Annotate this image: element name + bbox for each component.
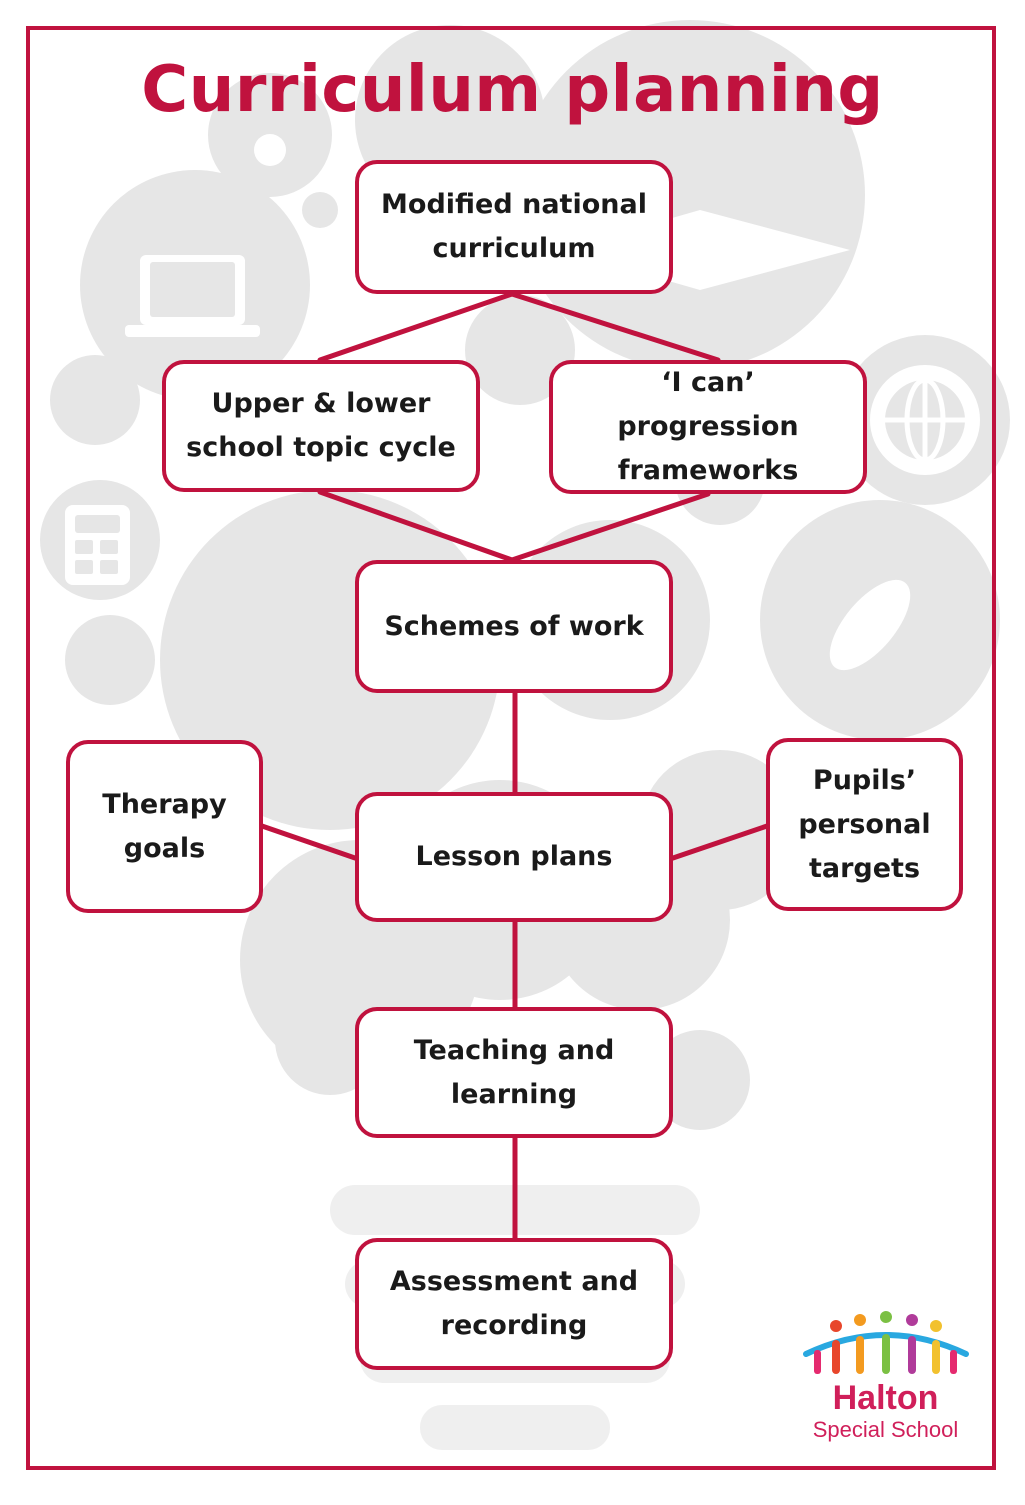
connector-therapy-to-lesson bbox=[259, 823, 358, 861]
page-title: Curriculum planning bbox=[141, 53, 884, 127]
logo-figures-icon bbox=[803, 1311, 969, 1374]
connector-targets-to-lesson bbox=[670, 823, 770, 861]
logo-name: Halton bbox=[832, 1379, 939, 1417]
node-schemes-of-work: Schemes of work bbox=[355, 560, 673, 693]
logo-subtitle: Special School bbox=[812, 1417, 959, 1442]
node-topic-cycle: Upper & lower school topic cycle bbox=[162, 360, 480, 492]
poster-border bbox=[26, 26, 996, 1470]
node-assessment-and-recording: Assessment and recording bbox=[355, 1238, 673, 1370]
node-modified-national-curriculum: Modified national curriculum bbox=[355, 160, 673, 294]
connector-curriculum-to-ican bbox=[509, 291, 721, 363]
node-therapy-goals: Therapy goals bbox=[66, 740, 263, 913]
connector-topic-to-schemes bbox=[317, 489, 515, 563]
school-logo: Halton Special School bbox=[798, 1310, 973, 1460]
connector-curriculum-to-topic bbox=[317, 291, 515, 363]
connector-ican-to-schemes bbox=[509, 491, 711, 563]
node-lesson-plans: Lesson plans bbox=[355, 792, 673, 922]
node-teaching-and-learning: Teaching and learning bbox=[355, 1007, 673, 1138]
node-pupils-personal-targets: Pupils’ personal targets bbox=[766, 738, 963, 911]
node-i-can-frameworks: ‘I can’ progression frameworks bbox=[549, 360, 867, 494]
